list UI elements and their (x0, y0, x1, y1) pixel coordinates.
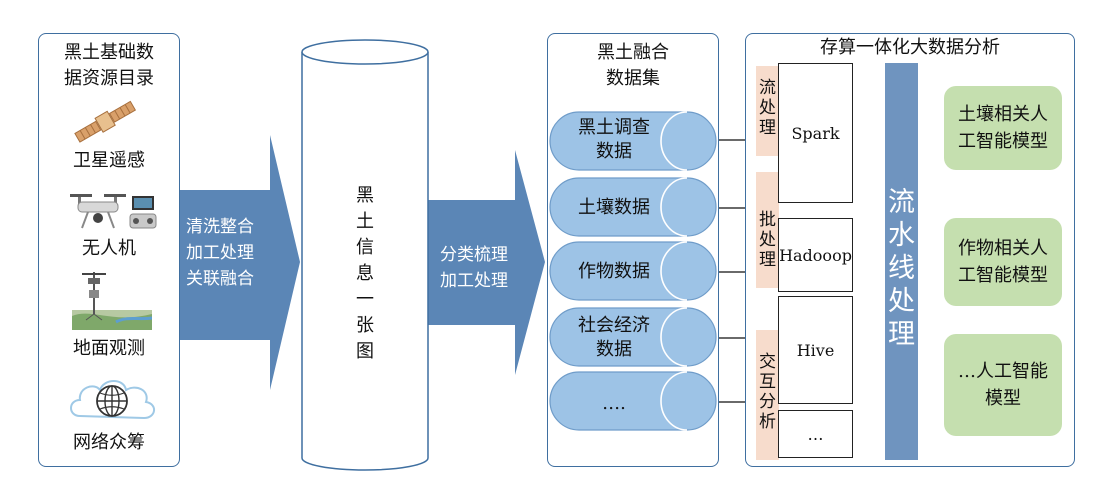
drone-icon (70, 194, 157, 229)
globe-cloud-icon (70, 380, 155, 420)
source-label-satellite: 卫星遥感 (73, 150, 145, 171)
dataset-label-crop: 作物数据 (578, 261, 650, 282)
dataset-pills (549, 111, 717, 431)
engine-spark[interactable]: Spark (778, 63, 853, 203)
mode-char: 处 (759, 98, 776, 118)
arrow2-text-line-2: 加工处理 (440, 271, 508, 291)
mode-label-batch: 批 处 理 (756, 210, 779, 270)
ground-station-icon (72, 272, 152, 330)
pipeline-char: 线 (888, 253, 915, 284)
arrow1-text-line-2: 加工处理 (186, 243, 254, 263)
mode-char: 理 (759, 118, 776, 138)
dataset-label-line: 数据 (596, 339, 632, 360)
cylinder-char: 息 (356, 263, 374, 284)
model-line: 作物相关人 (958, 238, 1048, 259)
sources-title-line-2: 据资源目录 (64, 68, 154, 89)
source-label-crowdsourcing: 网络众筹 (73, 432, 145, 453)
info-map-cylinder (301, 39, 429, 471)
model-box-more[interactable]: …人工智能 模型 (944, 334, 1062, 436)
sources-title-line-1: 黑土基础数 (64, 42, 154, 63)
mode-char: 批 (759, 210, 776, 230)
cylinder-char: 张 (356, 315, 374, 336)
datasets-title-line-2: 数据集 (606, 68, 660, 89)
arrow2-text-line-1: 分类梳理 (440, 245, 508, 265)
datasets-title-line-1: 黑土融合 (597, 42, 669, 63)
model-line: 工智能模型 (958, 265, 1048, 286)
cylinder-char: 信 (356, 237, 374, 258)
pipeline-char: 处 (888, 286, 915, 317)
engine-hadoop[interactable]: Hadooop (778, 218, 853, 292)
model-line: 模型 (985, 388, 1021, 409)
dataset-label-line: 数据 (596, 141, 632, 162)
model-line: 工智能模型 (958, 131, 1048, 152)
dataset-label-line: 社会经济 (578, 315, 650, 336)
source-label-drone: 无人机 (82, 238, 136, 259)
model-box-crop[interactable]: 作物相关人 工智能模型 (944, 218, 1062, 306)
pipeline-char: 水 (888, 220, 915, 251)
mode-char: 理 (759, 250, 776, 270)
cylinder-char: 黑 (356, 185, 374, 206)
cylinder-char: 土 (356, 211, 374, 232)
mode-char: 互 (759, 372, 776, 392)
pipeline-bar (885, 63, 918, 460)
process-arrow-1 (180, 135, 300, 390)
dataset-label-more: …. (602, 393, 626, 414)
source-label-ground: 地面观测 (73, 338, 145, 359)
dataset-pill-socioeconomic[interactable] (549, 307, 717, 367)
mode-char: 析 (759, 412, 776, 432)
mode-char: 处 (759, 230, 776, 250)
mode-label-stream: 流 处 理 (756, 78, 779, 138)
mode-label-interactive: 交 互 分 析 (756, 352, 779, 432)
model-box-soil[interactable]: 土壤相关人 工智能模型 (944, 86, 1062, 170)
model-line: …人工智能 (958, 361, 1048, 382)
process-arrow-2 (428, 150, 545, 375)
analysis-title: 存算一体化大数据分析 (820, 37, 1000, 58)
mode-char: 分 (759, 392, 776, 412)
cylinder-char: 图 (356, 341, 374, 362)
pipeline-char: 理 (888, 319, 915, 350)
dataset-label-line: 黑土调查 (578, 117, 650, 138)
pipeline-char: 流 (888, 187, 915, 218)
cylinder-label: 黑 土 信 息 一 张 图 (345, 183, 385, 365)
satellite-icon (74, 100, 137, 143)
mode-char: 交 (759, 352, 776, 372)
mode-char: 流 (759, 78, 776, 98)
dataset-label-soil: 土壤数据 (578, 197, 650, 218)
dataset-pill-survey[interactable] (549, 111, 717, 171)
dataset-label-socioeconomic: 社会经济 数据 (555, 314, 673, 362)
engine-hive[interactable]: Hive (778, 296, 853, 404)
mode-strip-batch (756, 172, 779, 288)
model-line: 土壤相关人 (958, 104, 1048, 125)
dataset-pill-soil[interactable] (549, 177, 717, 237)
engine-more[interactable]: … (778, 410, 853, 458)
mode-strip-stream (756, 66, 779, 156)
pipeline-label: 流 水 线 处 理 (885, 186, 918, 351)
mode-strip-interactive (756, 330, 779, 460)
dataset-label-survey: 黑土调查 数据 (555, 116, 673, 164)
dataset-pill-crop[interactable] (549, 241, 717, 301)
arrow1-text-line-1: 清洗整合 (186, 217, 254, 237)
cylinder-char: 一 (356, 289, 374, 310)
dataset-pill-more[interactable] (549, 371, 717, 431)
arrow1-text-line-3: 关联融合 (186, 269, 254, 289)
